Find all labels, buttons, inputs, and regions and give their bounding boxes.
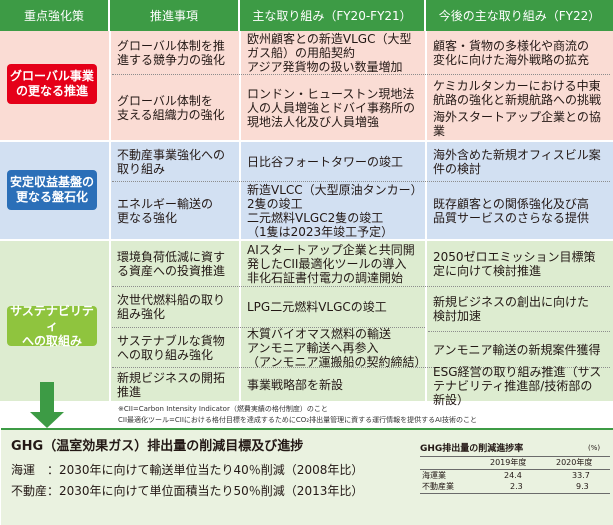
row-item: エネルギー輸送の 更なる強化 [117,196,214,225]
row-future: ケミカルタンカーにおける中東 航路の強化と新規航路への挑戦 [433,79,602,107]
row-actions: ロンドン・ヒューストン現地法 人の人員増強とドバイ事務所の 現地法人化及び人員増… [247,86,416,129]
footnote-cii-tool: CII最適化ツール=CIIにおける格付目標を達成するためにCO₂排出量管理に資す… [118,416,477,424]
section-stable-band [0,142,613,239]
row-item: サステナブルな貨物 への取り組み強化 [117,333,225,362]
table-cell: 9.3 [576,482,589,491]
down-arrow-icon [40,382,54,415]
row-actions: 新造VLCC（大型原油タンカー） 2隻の竣工 二元燃料VLGC2隻の竣工 （1隻… [247,182,423,239]
col-divider [425,31,427,401]
ghg-panel [1,428,613,525]
table-header-row: 2019年度 2020年度 [420,457,610,468]
header-col-actions: 主な取り組み（FY20-FY21） [240,0,426,31]
table-cell: 2.3 [510,482,523,491]
table-header-cell: 2020年度 [556,458,593,467]
row-future: 海外含めた新規オフィスビル案 件の検討 [433,148,601,176]
row-future: アンモニア輸送の新規案件獲得 [433,342,601,357]
table-row-label: 不動産業 [422,482,454,491]
ghg-realestate-target: 不動産：2030年に向けて単位面積当たり50％削減（2013年比） [11,484,364,498]
ghg-progress-unit: (%) [588,444,601,452]
table-cell: 24.4 [504,471,522,480]
category-sustainability: サステナビリティ への取組み [7,304,97,348]
row-separator [112,181,610,182]
down-arrow-icon [30,412,64,428]
table-row: 不動産業 2.3 9.3 [420,481,610,492]
row-actions: AIスタートアップ企業と共同開 発したCII最適化ツールの導入 非化石証書付電力… [247,243,415,285]
row-future: ESG経営の取り組み推進（サス テナビリティ推進部/技術部の 新設） [433,366,602,406]
row-future: 新規ビジネスの創出に向けた 検討加速 [433,295,590,323]
table-cell: 33.7 [572,471,590,480]
ghg-shipping-target: 海運 ：2030年に向けて輸送単位当たり40％削減（2008年比） [11,463,364,477]
row-actions: 事業戦略部を新設 [247,377,344,392]
row-item: 次世代燃料船の取り 組み強化 [117,293,226,321]
row-item: 環境負荷低減に資す る資産への投資推進 [117,250,226,278]
row-separator [428,331,610,332]
row-separator [112,367,610,368]
row-separator [112,74,610,75]
table-row: 海運業 24.4 33.7 [420,470,610,481]
category-global: グローバル事業 の更なる推進 [7,64,97,104]
row-actions: 欧州顧客との新造VLGC（大型 ガス船）の用船契約 アジア発貨物の扱い数量増加 [247,32,412,74]
row-item: グローバル体制を 支える組織力の強化 [117,93,225,122]
header-col-strategy: 重点強化策 [0,0,110,31]
row-actions: LPG二元燃料VLGCの竣工 [247,300,387,314]
table-row-label: 海運業 [422,471,446,480]
row-actions: 日比谷フォートタワーの竣工 [247,155,404,169]
header-col-items: 推進事項 [110,0,240,31]
ghg-title: GHG（温室効果ガス）排出量の削減目標及び進捗 [11,439,304,454]
ghg-progress-title: GHG排出量の削減進捗率 [420,444,524,454]
row-future-extra: 海外スタートアップ企業との協 業 [433,110,601,138]
section-sustainability-band [0,241,613,401]
row-future: 既存顧客との関係強化及び高 品質サービスのさらなる提供 [433,196,590,225]
row-item: 不動産事業強化への 取り組み [117,148,226,176]
row-separator [112,327,425,328]
row-separator [112,286,610,287]
category-stable: 安定収益基盤の 更なる盤石化 [7,170,97,210]
col-divider [109,31,111,401]
row-item: 新規ビジネスの開拓 推進 [117,370,226,399]
header-col-future: 今後の主な取り組み（FY22） [426,0,613,31]
section-global-band [0,31,613,140]
footnote-cii: ※CII=Carbon Intensity Indicator（燃費実績の格付制… [118,405,328,413]
row-future: 2050ゼロエミッション目標策 定に向けて検討推進 [433,250,596,278]
col-divider [239,31,241,401]
table-header-cell: 2019年度 [490,458,527,467]
row-actions: 木質バイオマス燃料の輸送 アンモニア輸送へ再参入 （アンモニア運搬船の契約締結） [247,328,425,367]
row-item: グローバル体制を推 進する競争力の強化 [117,39,226,67]
row-future: 顧客・貨物の多様化や商流の 変化に向けた海外戦略の拡充 [433,39,590,67]
